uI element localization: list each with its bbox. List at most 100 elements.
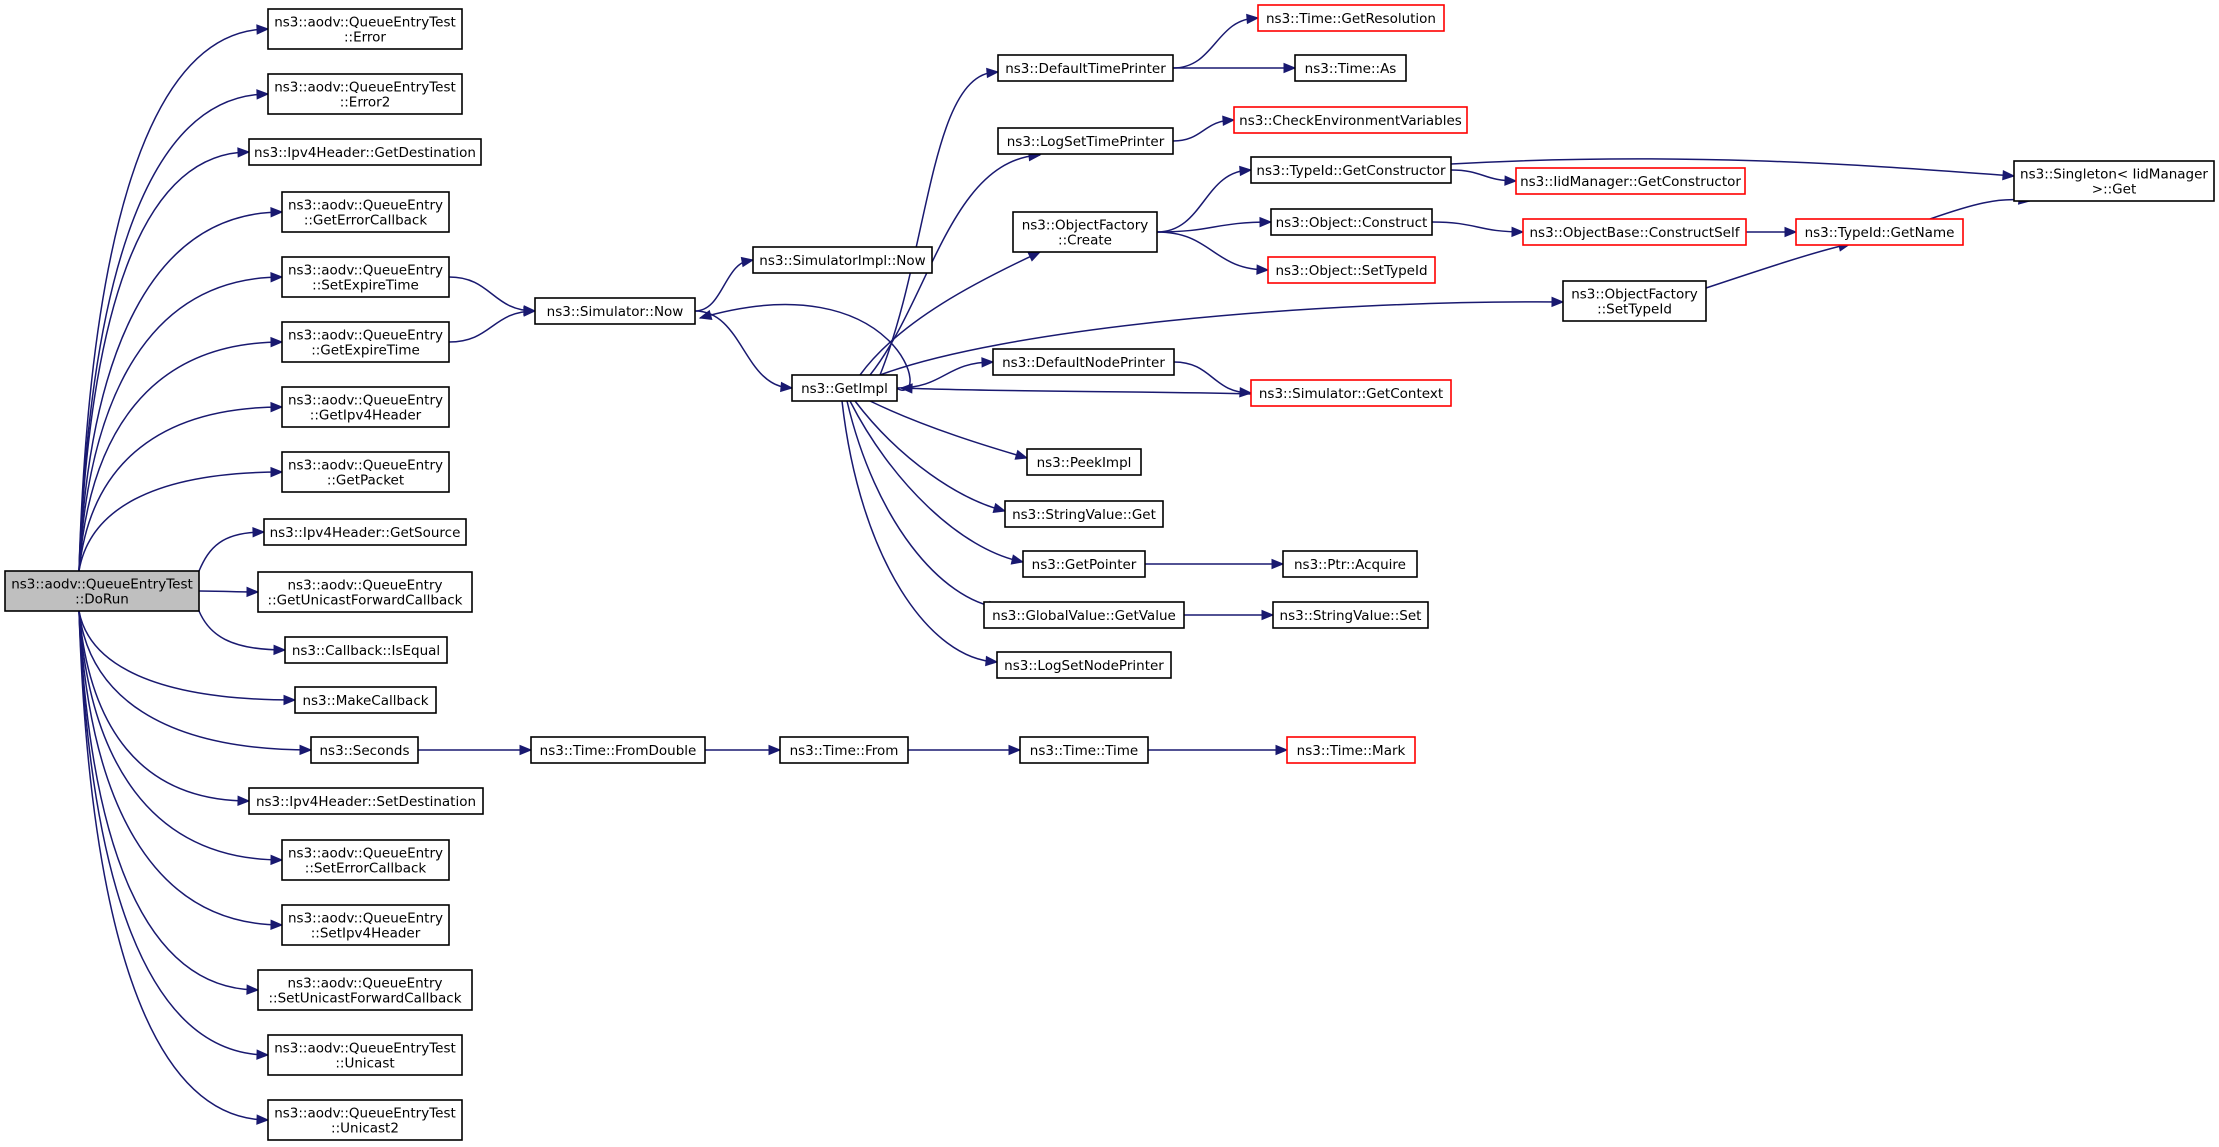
node-box (992, 348, 1175, 376)
node-box (267, 1099, 463, 1141)
node-seterrcb[interactable]: ns3::aodv::QueueEntry::SetErrorCallback (281, 839, 450, 881)
node-logsetnodeprinter[interactable]: ns3::LogSetNodePrinter (996, 651, 1172, 679)
edge-objconstruct-to-objbaseconstructself (1431, 221, 1525, 238)
node-ipv4setdest[interactable]: ns3::Ipv4Header::SetDestination (248, 787, 484, 815)
edge-line (78, 471, 283, 572)
edge-line (854, 400, 1006, 512)
node-timegetres[interactable]: ns3::Time::GetResolution (1257, 4, 1445, 32)
node-objconstruct[interactable]: ns3::Object::Construct (1270, 208, 1433, 236)
node-box (996, 651, 1172, 679)
edge-line (78, 341, 283, 572)
node-label: ns3::Object::SetTypeId (1275, 263, 1427, 279)
node-box (281, 386, 450, 428)
node-simgetctx[interactable]: ns3::Simulator::GetContext (1250, 379, 1452, 407)
node-timetime[interactable]: ns3::Time::Time (1019, 736, 1149, 764)
edge-arrowhead (1239, 165, 1253, 177)
node-label: ::DoRun (75, 592, 129, 608)
node-getimpl[interactable]: ns3::GetImpl (791, 374, 898, 402)
node-box (997, 127, 1174, 155)
edge-line (78, 276, 283, 572)
edge-arrowhead (1551, 296, 1565, 308)
edge-getpointer-to-ptracquire (1144, 558, 1285, 570)
node-makecb[interactable]: ns3::MakeCallback (294, 686, 437, 714)
node-label: ns3::aodv::QueueEntry (288, 263, 443, 279)
node-label: ns3::ObjectFactory (1022, 218, 1149, 234)
node-ipv4getsrc[interactable]: ns3::Ipv4Header::GetSource (263, 518, 467, 546)
edge-dorun-to-geterrcb (78, 207, 284, 572)
node-label: ns3::LogSetNodePrinter (1004, 658, 1164, 674)
node-label: ns3::ObjectBase::ConstructSelf (1530, 225, 1741, 241)
edge-objfactsettypeid-to-typeidgetname (1705, 241, 1852, 289)
node-typeidgetname[interactable]: ns3::TypeId::GetName (1795, 218, 1964, 246)
node-error[interactable]: ns3::aodv::QueueEntryTest::Error (267, 8, 463, 50)
node-isequal[interactable]: ns3::Callback::IsEqual (284, 636, 448, 664)
edge-dorun-to-seterrcb (78, 610, 284, 866)
node-box (530, 736, 706, 764)
node-getucb[interactable]: ns3::aodv::QueueEntry::GetUnicastForward… (257, 571, 473, 613)
node-box (281, 904, 450, 946)
node-deftimeprinter[interactable]: ns3::DefaultTimePrinter (997, 54, 1174, 82)
node-getexpire[interactable]: ns3::aodv::QueueEntry::GetExpireTime (281, 321, 450, 363)
node-singletonget[interactable]: ns3::Singleton< IidManager >::Get (2013, 160, 2215, 202)
node-objbaseconstructself[interactable]: ns3::ObjectBase::ConstructSelf (1522, 218, 1747, 246)
node-strvalget[interactable]: ns3::StringValue::Get (1004, 500, 1164, 528)
node-simnow[interactable]: ns3::Simulator::Now (534, 297, 696, 325)
node-label: ::Create (1058, 233, 1112, 249)
node-timefrom[interactable]: ns3::Time::From (779, 736, 909, 764)
node-peekimpl[interactable]: ns3::PeekImpl (1026, 448, 1142, 476)
node-defnodeprinter[interactable]: ns3::DefaultNodePrinter (992, 348, 1175, 376)
node-box (1004, 500, 1164, 528)
node-strvalset[interactable]: ns3::StringValue::Set (1272, 601, 1429, 629)
edge-arrowhead (1271, 558, 1285, 570)
edge-arrowhead (519, 744, 533, 756)
node-box (267, 1034, 463, 1076)
node-dorun[interactable]: ns3::aodv::QueueEntryTest::DoRun (4, 570, 200, 612)
node-box (1515, 167, 1746, 195)
node-timefromdouble[interactable]: ns3::Time::FromDouble (530, 736, 706, 764)
edge-line (1450, 158, 2015, 177)
edge-dorun-to-ipv4setdest (78, 610, 251, 807)
edge-arrowhead (270, 854, 284, 866)
node-unicast2[interactable]: ns3::aodv::QueueEntryTest::Unicast2 (267, 1099, 463, 1141)
node-simimplnow[interactable]: ns3::SimulatorImpl::Now (752, 246, 933, 274)
node-logsettimeprinter[interactable]: ns3::LogSetTimePrinter (997, 127, 1174, 155)
node-seconds[interactable]: ns3::Seconds (310, 736, 419, 764)
node-box (2013, 160, 2215, 202)
node-geterrcb[interactable]: ns3::aodv::QueueEntry::GetErrorCallback (281, 191, 450, 233)
node-unicast[interactable]: ns3::aodv::QueueEntryTest::Unicast (267, 1034, 463, 1076)
edge-arrowhead (270, 401, 284, 413)
node-objfactcreate[interactable]: ns3::ObjectFactory::Create (1012, 211, 1158, 253)
node-getpacket[interactable]: ns3::aodv::QueueEntry::GetPacket (281, 451, 450, 493)
node-setipv4hdr[interactable]: ns3::aodv::QueueEntry::SetIpv4Header (281, 904, 450, 946)
node-error2[interactable]: ns3::aodv::QueueEntryTest::Error2 (267, 73, 463, 115)
node-label: ns3::DefaultNodePrinter (1002, 355, 1165, 371)
node-getipv4hdr[interactable]: ns3::aodv::QueueEntry::GetIpv4Header (281, 386, 450, 428)
node-label: ns3::TypeId::GetName (1805, 225, 1955, 241)
node-objfactsettypeid[interactable]: ns3::ObjectFactory::SetTypeId (1562, 280, 1707, 322)
node-typeidgetctor[interactable]: ns3::TypeId::GetConstructor (1250, 156, 1452, 184)
node-gvgetvalue[interactable]: ns3::GlobalValue::GetValue (983, 601, 1185, 629)
node-timeas[interactable]: ns3::Time::As (1294, 54, 1407, 82)
node-setucb[interactable]: ns3::aodv::QueueEntry::SetUnicastForward… (257, 969, 473, 1011)
node-label: ::SetUnicastForwardCallback (268, 991, 461, 1007)
node-box (779, 736, 909, 764)
edge-arrowhead (1027, 251, 1042, 262)
node-setexpire[interactable]: ns3::aodv::QueueEntry::SetExpireTime (281, 256, 450, 298)
edge-arrowhead (1256, 264, 1270, 275)
node-ptracquire[interactable]: ns3::Ptr::Acquire (1282, 550, 1418, 578)
node-iidgetctor[interactable]: ns3::IidManager::GetConstructor (1515, 167, 1746, 195)
edge-arrowhead (270, 207, 284, 218)
node-getpointer[interactable]: ns3::GetPointer (1022, 550, 1146, 578)
node-label: ns3::aodv::QueueEntry (288, 911, 443, 927)
edge-arrowhead (1784, 226, 1798, 238)
edge-arrowhead (1010, 554, 1025, 565)
node-label: ns3::Ipv4Header::GetDestination (254, 145, 476, 161)
node-timemark[interactable]: ns3::Time::Mark (1286, 736, 1416, 764)
node-checkenv[interactable]: ns3::CheckEnvironmentVariables (1233, 106, 1468, 134)
edge-dorun-to-ipv4getdest (78, 147, 251, 572)
edge-line (869, 400, 1028, 459)
node-ipv4getdest[interactable]: ns3::Ipv4Header::GetDestination (248, 138, 482, 166)
edge-line (879, 71, 999, 376)
edge-arrowhead (899, 383, 913, 394)
node-objsettypeid[interactable]: ns3::Object::SetTypeId (1267, 256, 1436, 284)
